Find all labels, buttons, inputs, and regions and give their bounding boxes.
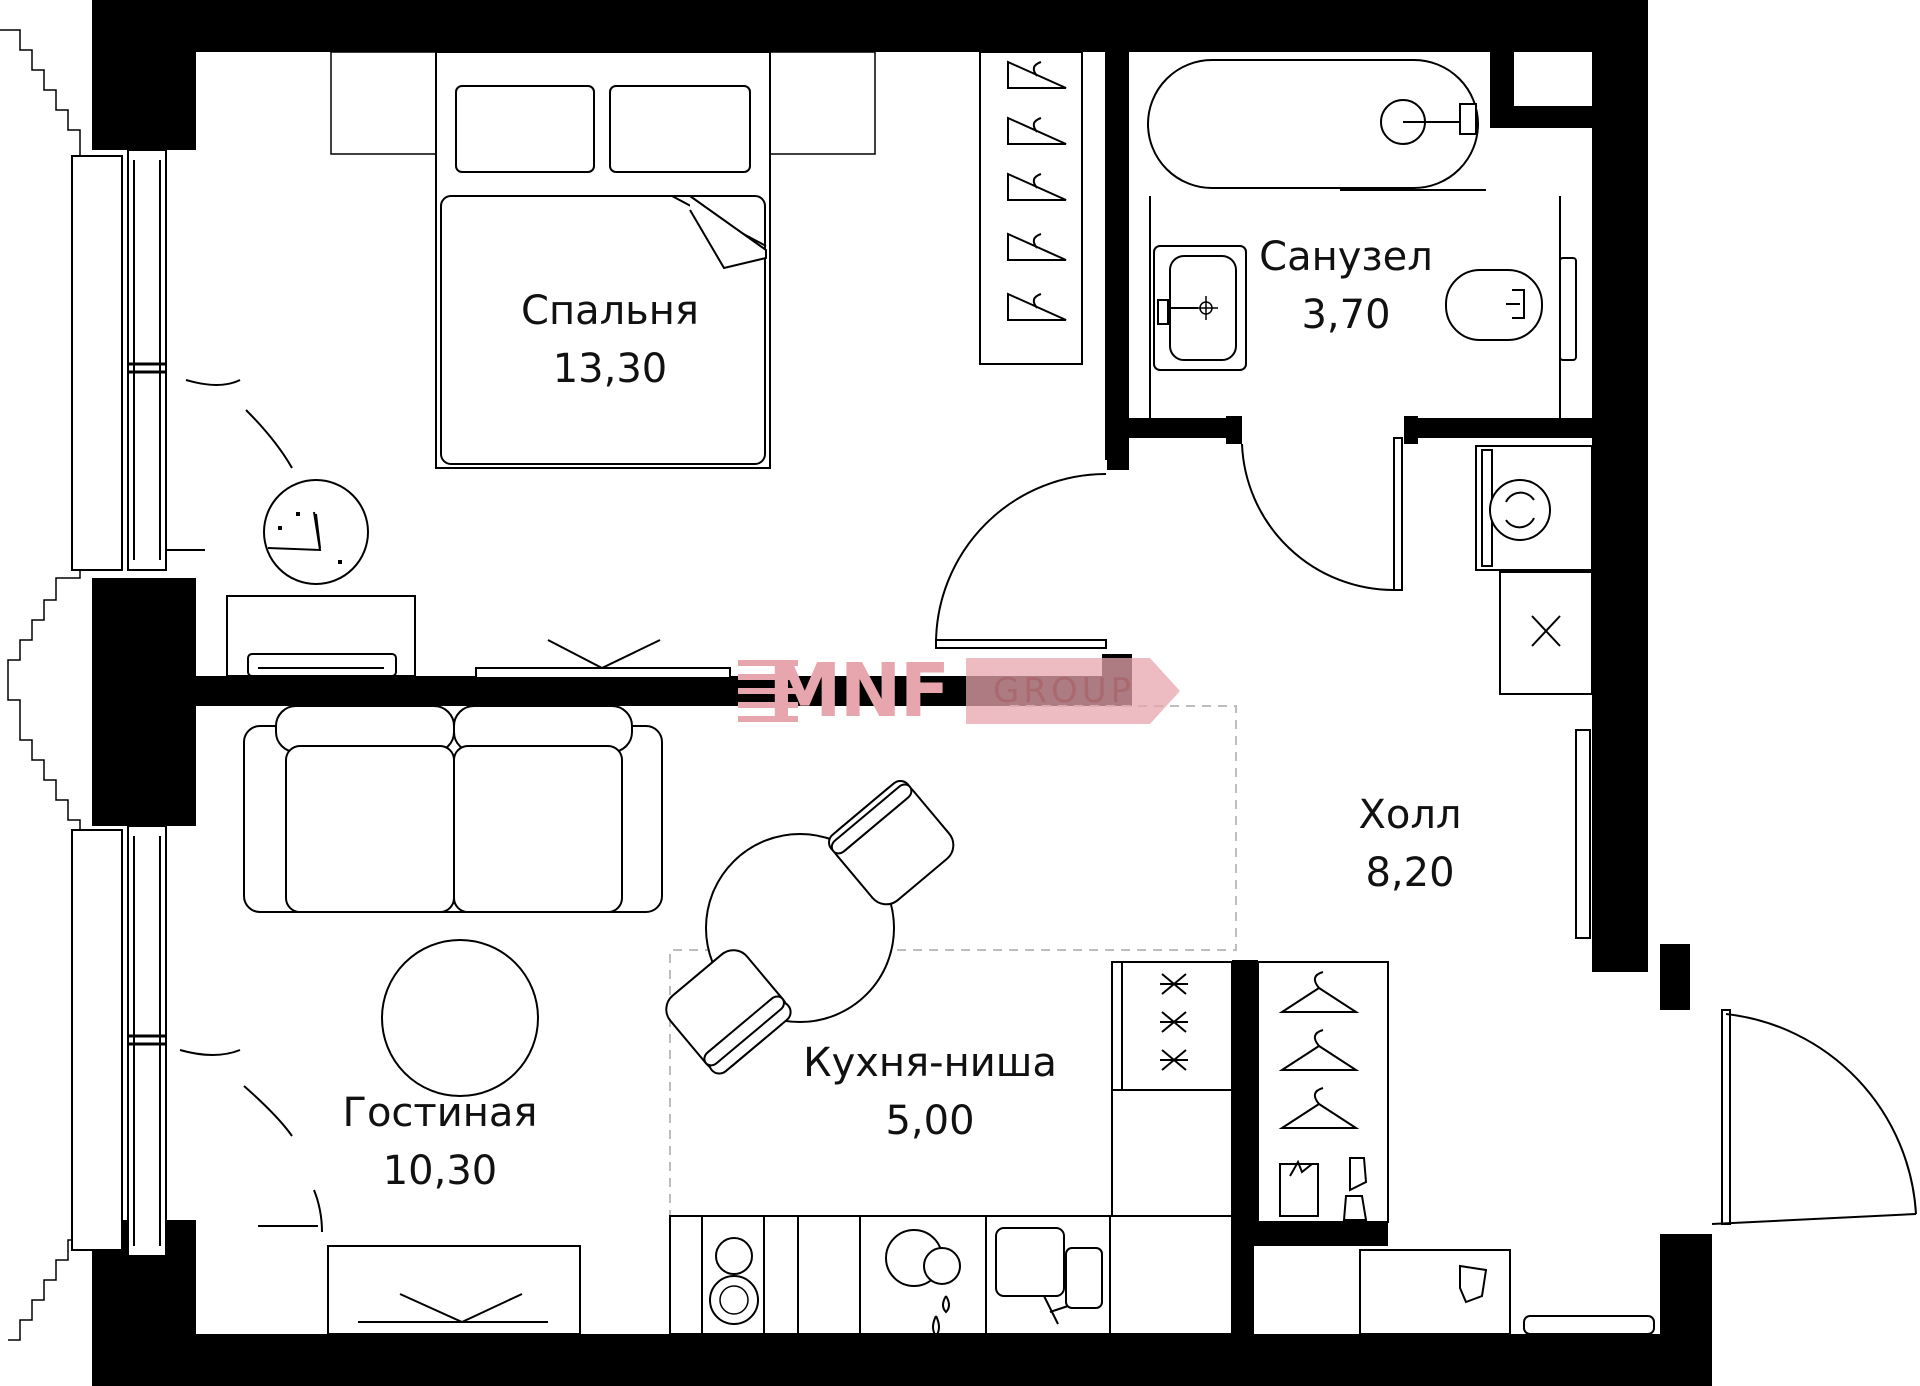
dining-set bbox=[665, 779, 955, 1075]
room-label-bedroom: Спальня 13,30 bbox=[510, 282, 710, 398]
kitchen-cooktop bbox=[1111, 961, 1233, 1217]
washbasin bbox=[1153, 245, 1247, 371]
shoe-bench bbox=[1359, 1249, 1655, 1335]
room-name: Кухня-ниша bbox=[803, 1040, 1057, 1086]
double-bed bbox=[330, 51, 876, 469]
room-name: Холл bbox=[1358, 792, 1462, 838]
brand-watermark: MNF GROUP bbox=[738, 650, 1180, 732]
wardrobe-hangers bbox=[979, 51, 1083, 365]
bedroom-window bbox=[71, 149, 241, 571]
room-name: Гостиная bbox=[342, 1090, 538, 1136]
room-area: 10,30 bbox=[382, 1148, 498, 1194]
room-name: Санузел bbox=[1259, 234, 1433, 280]
living-window bbox=[71, 825, 241, 1257]
bedroom-tv-stand bbox=[475, 639, 731, 679]
room-label-kitchen: Кухня-ниша 5,00 bbox=[800, 1034, 1060, 1150]
washing-machine bbox=[1475, 445, 1593, 571]
bedroom-door bbox=[935, 473, 1107, 649]
bathtub bbox=[1147, 59, 1486, 191]
bathroom-door bbox=[1241, 437, 1403, 592]
watermark-group: GROUP bbox=[993, 671, 1136, 711]
watermark-stripes-icon bbox=[738, 660, 798, 722]
room-label-hall: Холл 8,20 bbox=[1310, 786, 1510, 902]
kitchen-counter bbox=[669, 1215, 1233, 1338]
hall-mirror bbox=[1575, 729, 1591, 939]
room-label-living: Гостиная 10,30 bbox=[340, 1084, 540, 1200]
hall-wardrobe bbox=[1257, 961, 1389, 1223]
sofa bbox=[243, 705, 663, 913]
toilet bbox=[1445, 257, 1577, 361]
living-tv-stand bbox=[327, 1245, 581, 1335]
room-area: 5,00 bbox=[885, 1098, 975, 1144]
hall-storage-box bbox=[1499, 571, 1593, 695]
room-area: 3,70 bbox=[1301, 292, 1391, 338]
room-label-bathroom: Санузел 3,70 bbox=[1246, 228, 1446, 344]
room-area: 8,20 bbox=[1365, 850, 1455, 896]
facade-outline bbox=[0, 29, 81, 1341]
watermark-mnf: MNF bbox=[768, 648, 950, 734]
watermark-arrow-icon bbox=[966, 658, 1180, 724]
room-name: Спальня bbox=[521, 288, 699, 334]
entrance-door bbox=[1711, 1009, 1917, 1225]
bedroom-dresser bbox=[226, 595, 416, 677]
coffee-table-round bbox=[381, 939, 539, 1097]
room-area: 13,30 bbox=[552, 346, 668, 392]
balcony-door-swings bbox=[243, 409, 323, 1233]
bedside-table-round bbox=[263, 479, 369, 585]
